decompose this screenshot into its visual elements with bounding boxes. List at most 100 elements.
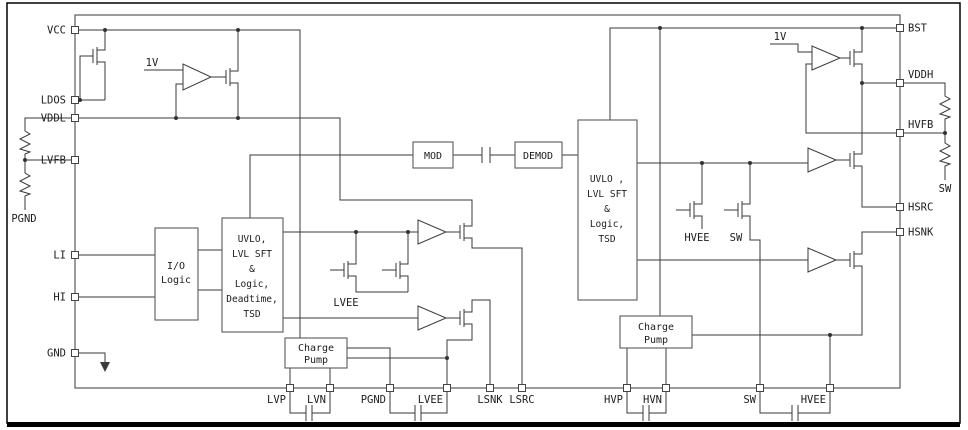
ground-icon xyxy=(79,352,110,372)
mosfet-icons xyxy=(84,43,863,331)
ls-sink-buffer-icon xyxy=(417,305,448,331)
pin-label-lvn: LVN xyxy=(307,394,326,406)
pin-label-lvee: LVEE xyxy=(418,394,443,406)
ls-control-line5: Deadtime, xyxy=(226,294,277,305)
ls-clamp-mosfet1-icon xyxy=(335,257,357,283)
ref-1v-right-label: 1V xyxy=(774,31,787,43)
hs-sink-mosfet-icon xyxy=(841,247,863,273)
pin-lsnk xyxy=(486,384,494,392)
pin-label-sw2: SW xyxy=(743,394,756,406)
internal-lvee-label: LVEE xyxy=(333,297,358,309)
pin-label-vcc: VCC xyxy=(47,25,66,37)
hs-control-block xyxy=(577,119,638,301)
hs-control-line3: & xyxy=(604,204,610,215)
image-frame xyxy=(6,2,961,427)
wires-external-right-divider xyxy=(904,82,946,180)
hs-control-line4: Logic, xyxy=(590,219,624,230)
wires-bst-hs-ldo xyxy=(609,27,896,316)
ls-clamp-mosfet2-icon xyxy=(387,257,409,283)
resistor-icons xyxy=(19,92,951,199)
internal-hvee-label: HVEE xyxy=(684,232,709,244)
demod-label: DEMOD xyxy=(523,151,553,162)
hs-source-mosfet-icon xyxy=(841,147,863,173)
demod-block xyxy=(514,141,563,169)
hs-control-line2: LVL SFT xyxy=(587,189,627,200)
pin-hi xyxy=(71,293,79,301)
wires-external-bottom-caps xyxy=(289,391,831,421)
pin-label-bst: BST xyxy=(908,23,928,35)
vddh-reg-mosfet-icon xyxy=(841,45,863,71)
pin-label-gnd: GND xyxy=(47,348,66,360)
pin-label-ldos: LDOS xyxy=(41,95,66,107)
io-logic-line2: Logic xyxy=(161,275,191,286)
pin-label-hvee2: HVEE xyxy=(801,394,826,406)
external-sw-label: SW xyxy=(939,183,952,195)
pin-hvee xyxy=(826,384,834,392)
wires-high-side-driver xyxy=(626,159,896,391)
block-labels: I/O Logic UVLO, LVL SFT & Logic, Deadtim… xyxy=(161,151,674,366)
hvfb-top-resistor-icon xyxy=(939,92,951,122)
wires-external-left-divider xyxy=(24,117,71,210)
lvfb-top-resistor-icon xyxy=(19,127,31,157)
ls-source-buffer-icon xyxy=(417,219,448,245)
pin-label-li: LI xyxy=(53,250,66,262)
mod-block xyxy=(412,141,454,169)
pin-hsnk xyxy=(896,228,904,236)
internal-sw-label: SW xyxy=(730,232,743,244)
ls-charge-pump-line1: Charge xyxy=(298,343,334,354)
hs-sink-buffer-icon xyxy=(807,247,838,273)
pin-label-lsnk: LSNK xyxy=(477,394,503,406)
pin-label-hi: HI xyxy=(53,292,66,304)
pin-sw xyxy=(756,384,764,392)
junction-dots xyxy=(23,26,947,360)
vddl-reg-mosfet-icon xyxy=(217,64,239,90)
pin-label-hsrc: HSRC xyxy=(908,202,933,214)
ls-charge-pump-block xyxy=(284,337,348,369)
pin-lvee xyxy=(443,384,451,392)
pin-hvp xyxy=(623,384,631,392)
pin-hvn xyxy=(662,384,670,392)
pin-label-lvp: LVP xyxy=(267,394,286,406)
mod-label: MOD xyxy=(424,151,442,162)
hs-charge-pump-line2: Pump xyxy=(644,335,668,346)
pin-vcc xyxy=(71,26,79,34)
pin-bst xyxy=(896,24,904,32)
hs-source-buffer-icon xyxy=(807,147,838,173)
amplifier-icons xyxy=(182,45,842,331)
hs-control-line5: TSD xyxy=(598,234,615,245)
pin-lvn xyxy=(326,384,334,392)
hs-clamp-mosfet1-icon xyxy=(681,197,703,223)
io-logic-line1: I/O xyxy=(167,261,185,272)
lvfb-bottom-resistor-icon xyxy=(19,169,31,199)
ls-sink-mosfet-icon xyxy=(451,305,473,331)
pin-label-hvp: HVP xyxy=(604,394,623,406)
external-pgnd-label: PGND xyxy=(11,213,36,225)
ls-control-line6: TSD xyxy=(243,309,260,320)
pin-lvp xyxy=(286,384,294,392)
pin-label-vddh: VDDH xyxy=(908,69,933,81)
pin-squares xyxy=(71,24,904,392)
internal-net-labels: LVEE HVEE SW xyxy=(333,232,743,309)
pin-gnd xyxy=(71,349,79,357)
pin-label-vddl: VDDL xyxy=(41,113,66,125)
external-labels: PGND SW xyxy=(11,183,952,225)
ref-1v-left-label: 1V xyxy=(146,57,159,69)
pin-label-hsnk: HSNK xyxy=(908,227,934,239)
ls-control-line2: LVL SFT xyxy=(232,249,272,260)
pin-hsrc xyxy=(896,203,904,211)
ls-charge-pump-line2: Pump xyxy=(304,355,328,366)
hs-clamp-mosfet2-icon xyxy=(729,197,751,223)
pin-vddl xyxy=(71,114,79,122)
pin-label-lsrc: LSRC xyxy=(509,394,534,406)
wires-logic-links xyxy=(79,147,578,298)
ls-control-line4: Logic, xyxy=(235,279,269,290)
pin-label-hvn: HVN xyxy=(643,394,662,406)
hvfb-bottom-resistor-icon xyxy=(939,139,951,169)
hs-charge-pump-line1: Charge xyxy=(638,322,674,333)
ls-control-line1: UVLO, xyxy=(238,234,267,245)
pin-labels: VCC LDOS VDDL LVFB LI HI GND BST VDDH HV… xyxy=(41,23,934,407)
ls-control-block xyxy=(221,217,284,333)
ls-control-line3: & xyxy=(249,264,255,275)
